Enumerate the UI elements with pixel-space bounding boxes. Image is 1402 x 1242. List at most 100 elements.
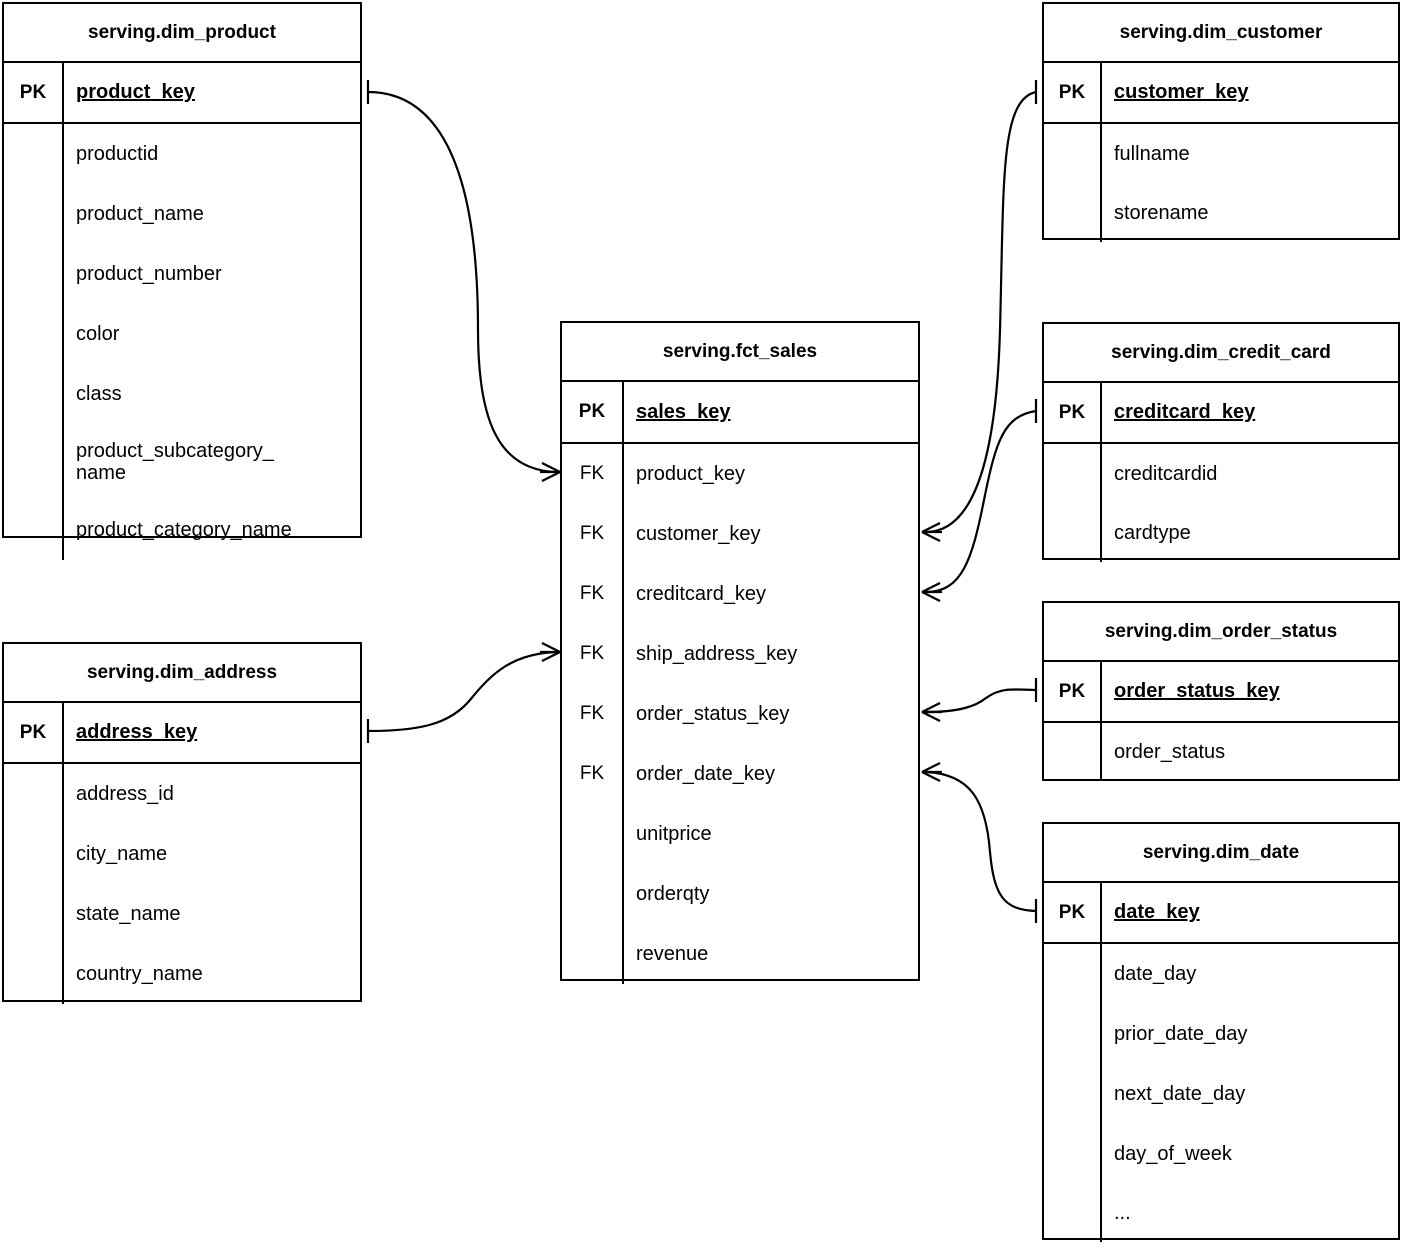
entity-dim-credit-card[interactable]: serving.dim_credit_card PK creditcard_ke…	[1042, 322, 1400, 562]
crowsfoot-upper	[541, 642, 561, 653]
entity-dim-product[interactable]: serving.dim_product PK product_key produ…	[2, 2, 362, 560]
attribute-block: order_status	[1044, 723, 1398, 781]
attribute-key-label	[4, 944, 62, 1004]
crowsfoot-lower	[921, 711, 941, 722]
crowsfoot-lower	[921, 531, 941, 542]
connector-line	[925, 770, 1037, 913]
entity-title: serving.dim_product	[4, 4, 360, 63]
attribute-key-label	[1044, 1064, 1100, 1124]
pk-field-name: date_key	[1114, 901, 1200, 924]
attribute-key-label	[562, 804, 622, 864]
attribute-key-column	[4, 124, 64, 560]
attribute-key-label	[4, 424, 62, 500]
pk-field-name: creditcard_key	[1114, 401, 1256, 424]
connector-line	[925, 688, 1037, 714]
entity-dim-order-status[interactable]: serving.dim_order_status PK order_status…	[1042, 601, 1400, 781]
attribute-key-label	[1044, 1004, 1100, 1064]
crowsfoot-upper	[921, 702, 941, 713]
attribute-field-name: country_name	[76, 962, 203, 985]
relationship-address-sales	[366, 642, 561, 743]
attribute-key-label	[1044, 944, 1100, 1004]
pk-field-name: sales_key	[636, 400, 731, 423]
pk-key-label: PK	[1044, 383, 1102, 442]
attribute-key-label	[1044, 1124, 1100, 1184]
attribute-key-label	[1044, 1184, 1100, 1242]
attribute-key-label	[1044, 444, 1100, 504]
pk-key-label: PK	[4, 703, 64, 762]
attribute-field-name: prior_date_day	[1114, 1022, 1248, 1045]
attribute-field-name: ...	[1114, 1201, 1131, 1224]
attribute-field-name: product_name	[76, 202, 204, 225]
attribute-field-name: product_category_name	[76, 518, 292, 541]
attribute-field-name: order_date_key	[636, 762, 775, 785]
crowsfoot-lower	[541, 651, 561, 662]
attribute-key-label	[4, 764, 62, 824]
attribute-key-label	[1044, 723, 1100, 781]
attribute-key-label: FK	[579, 703, 605, 724]
attribute-key-label: FK	[579, 463, 605, 484]
pk-row: PK order_status_key	[1044, 662, 1398, 723]
attribute-field-name: orderqty	[636, 882, 710, 905]
entity-dim-address[interactable]: serving.dim_address PK address_key addre…	[2, 642, 362, 1004]
crowsfoot-lower	[921, 591, 941, 602]
crowsfoot-upper	[541, 462, 561, 473]
relationship-sales-orderstatus	[921, 678, 1038, 722]
pk-field-name: product_key	[76, 81, 195, 104]
entity-title: serving.dim_address	[4, 644, 360, 703]
attribute-key-label	[4, 884, 62, 944]
entity-dim-customer[interactable]: serving.dim_customer PK customer_key ful…	[1042, 2, 1400, 242]
attribute-field-name: order_status_key	[636, 702, 790, 725]
attribute-field-name: product_key	[636, 462, 745, 485]
attribute-field-name: next_date_day	[1114, 1082, 1246, 1105]
pk-key-label: PK	[4, 63, 64, 122]
attribute-key-label	[4, 824, 62, 884]
entity-title: serving.dim_order_status	[1044, 603, 1398, 662]
pk-key-label: PK	[1044, 883, 1102, 942]
attribute-key-label	[562, 924, 622, 984]
attribute-field-name: product_number	[76, 262, 222, 285]
pk-row: PK sales_key	[562, 382, 918, 444]
entity-title: serving.dim_date	[1044, 824, 1398, 883]
attribute-field-name: state_name	[76, 902, 181, 925]
attribute-field-name: color	[76, 322, 120, 345]
attribute-field-name: creditcard_key	[636, 582, 767, 605]
attribute-key-column	[1044, 124, 1102, 242]
attribute-field-name: storename	[1114, 201, 1209, 224]
pk-key-label: PK	[1044, 662, 1102, 721]
connector-line	[925, 409, 1037, 594]
pk-key-label: PK	[562, 382, 624, 442]
relationship-sales-customer	[921, 80, 1038, 542]
attribute-key-label	[4, 364, 62, 424]
attribute-key-label: FK	[579, 763, 605, 784]
relationship-sales-date	[921, 762, 1038, 923]
relationship-sales-creditcard	[921, 399, 1038, 602]
attribute-field-name: creditcardid	[1114, 462, 1218, 485]
pk-field-name: address_key	[76, 721, 198, 744]
attribute-field-name: ship_address_key	[636, 642, 798, 665]
pk-row: PK date_key	[1044, 883, 1398, 944]
attribute-key-label	[4, 304, 62, 364]
attribute-key-label: FK	[579, 583, 605, 604]
attribute-field-name: city_name	[76, 842, 168, 865]
attribute-key-label	[1044, 124, 1100, 184]
attribute-key-label	[4, 244, 62, 304]
attribute-field-name: fullname	[1114, 142, 1190, 165]
crowsfoot-lower	[921, 771, 941, 782]
pk-row: PK address_key	[4, 703, 360, 764]
attribute-name-column: order_status	[1102, 723, 1398, 781]
crowsfoot-upper	[921, 762, 941, 773]
entity-title: serving.dim_customer	[1044, 4, 1398, 63]
attribute-field-name: revenue	[636, 942, 709, 965]
connector-line	[367, 90, 557, 474]
relationship-product-sales	[366, 80, 561, 482]
attribute-key-label	[4, 184, 62, 244]
